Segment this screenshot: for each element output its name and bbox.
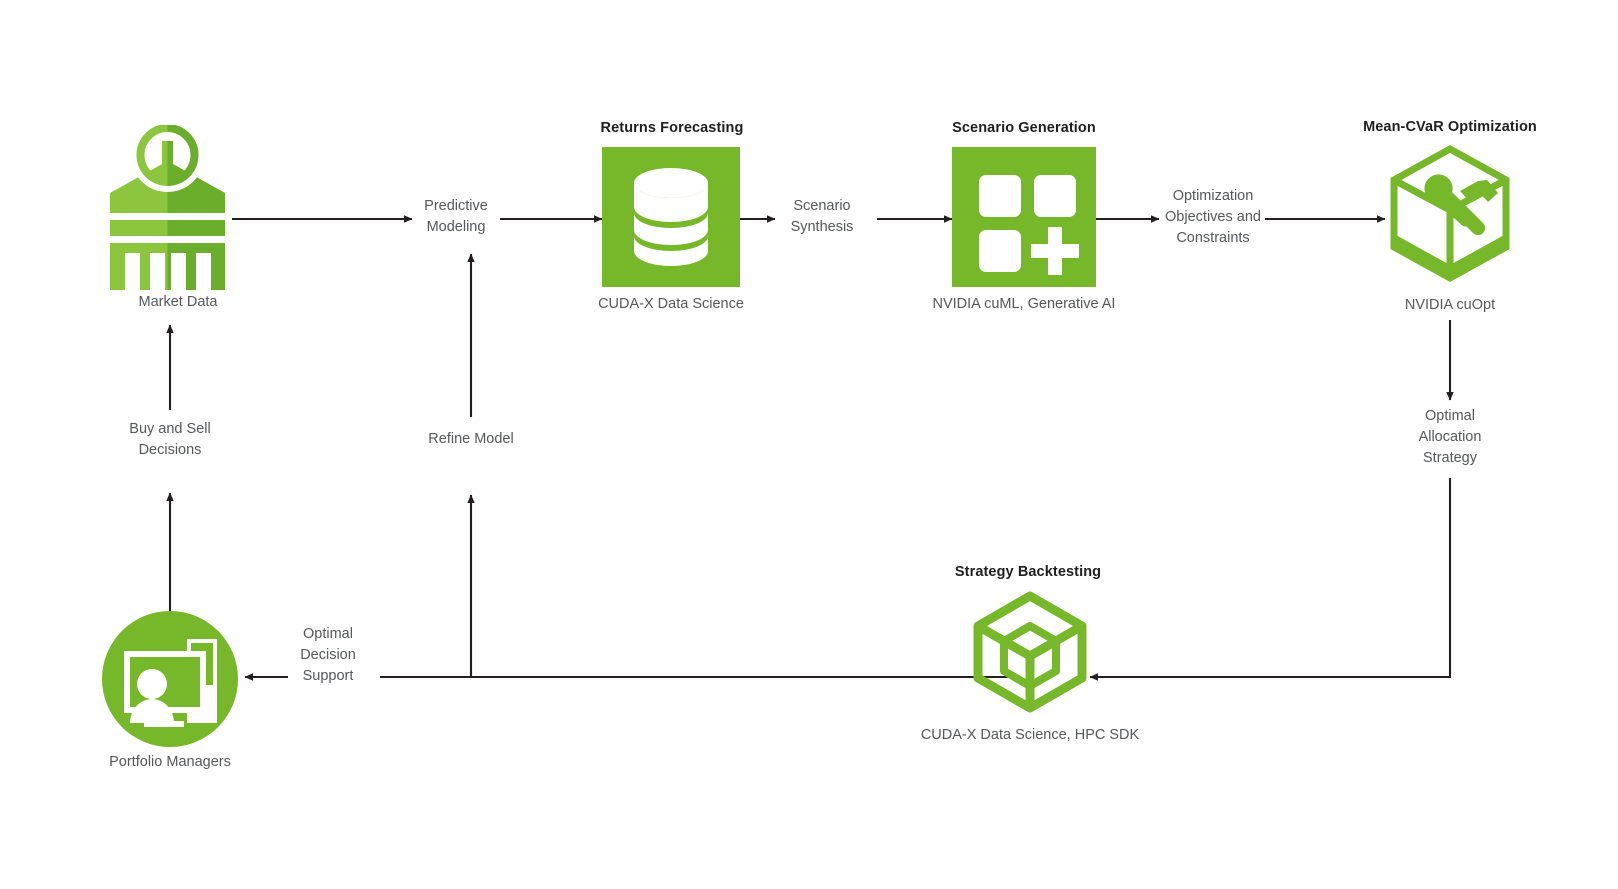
node-caption-scenario-generation: NVIDIA cuML, Generative AI <box>932 296 1116 312</box>
node-caption-mean-cvar-optimization: NVIDIA cuOpt <box>1404 297 1496 313</box>
edge-label-refine-model: Refine Model <box>428 431 514 447</box>
bank-building-coin-icon <box>110 125 225 290</box>
person-workstation-circle-icon <box>102 611 238 747</box>
node-caption-strategy-backtesting: CUDA-X Data Science, HPC SDK <box>920 727 1140 743</box>
edge-label-optimization-objectives: Optimization Objectives and Constraints <box>1165 188 1261 247</box>
cube-outline-icon <box>973 591 1087 713</box>
node-title-scenario-generation: Scenario Generation <box>952 120 1096 136</box>
node-title-mean-cvar-optimization: Mean-CVaR Optimization <box>1363 119 1537 135</box>
node-caption-market-data: Market Data <box>138 294 218 310</box>
edge-label-optimal-allocation-strategy: Optimal Allocation Strategy <box>1418 408 1482 467</box>
database-cylinder-icon <box>602 147 740 287</box>
tiles-plus-icon <box>952 147 1096 287</box>
node-title-strategy-backtesting: Strategy Backtesting <box>954 564 1102 580</box>
node-caption-returns-forecasting: CUDA-X Data Science <box>598 296 744 312</box>
cube-tools-icon <box>1390 144 1510 283</box>
connector-allocation-to-backtesting <box>1089 478 1452 681</box>
edge-label-optimal-decision-support: Optimal Decision Support <box>300 626 356 685</box>
node-caption-portfolio-managers: Portfolio Managers <box>109 754 231 770</box>
edge-label-predictive-modeling: Predictive Modeling <box>424 198 488 236</box>
edge-label-scenario-synthesis: Scenario Synthesis <box>790 198 854 236</box>
edge-label-buy-and-sell-decisions: Buy and Sell Decisions <box>129 421 211 459</box>
node-title-returns-forecasting: Returns Forecasting <box>600 120 744 136</box>
